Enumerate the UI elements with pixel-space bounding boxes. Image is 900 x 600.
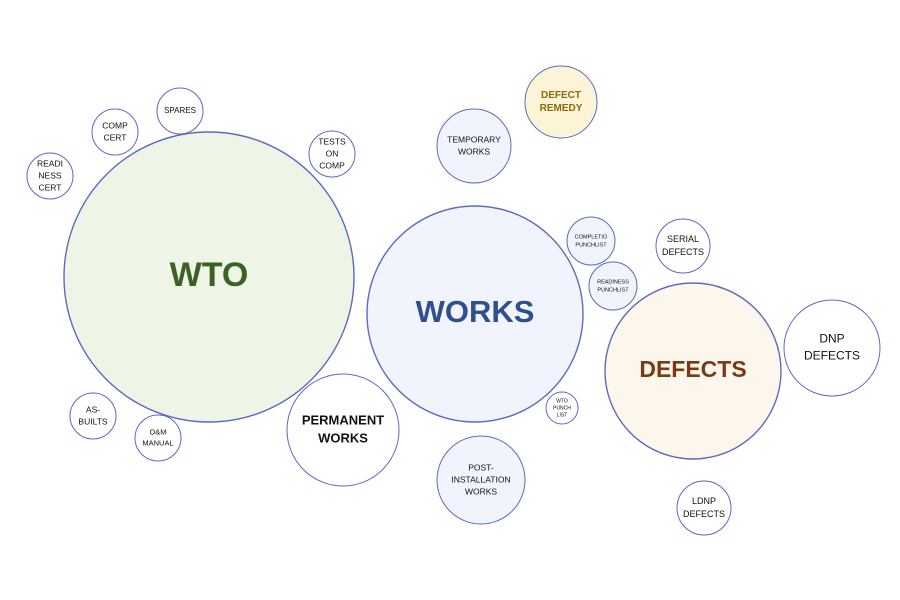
- spares-bubble: SPARES: [156, 87, 204, 135]
- om-manual-label-line: MANUAL: [142, 438, 173, 447]
- temporary-works-label-line: WORKS: [458, 146, 490, 156]
- readiness-punchlist-label-line: PUNCHLIST: [597, 287, 629, 293]
- as-builts-label-line: BUILTS: [78, 416, 107, 426]
- wto-punch-list-label-line: PUNCH: [553, 405, 571, 411]
- as-builts-label-line: AS-: [86, 404, 100, 414]
- defect-remedy-label-line: REMEDY: [540, 103, 583, 114]
- comp-cert-bubble: COMP CERT: [91, 108, 139, 156]
- comp-cert-label-line: COMP: [102, 120, 128, 130]
- spares-label-line: SPARES: [164, 106, 196, 115]
- om-manual-label-line: O&M: [149, 427, 166, 436]
- tests-on-comp-label-line: TESTS: [318, 136, 346, 146]
- completion-punchlist-bubble: COMPLETIO PUNCHLIST: [566, 216, 616, 266]
- permanent-works-label-line: PERMANENT: [302, 412, 384, 427]
- defect-remedy-label-line: DEFECT: [541, 90, 581, 101]
- readiness-cert-label-line: CERT: [39, 182, 62, 192]
- temporary-works-circle: [436, 108, 512, 184]
- serial-defects-label-line: DEFECTS: [662, 247, 704, 257]
- completion-punchlist-label-line: COMPLETIO: [575, 234, 608, 240]
- dnp-defects-label-line: DEFECTS: [804, 349, 860, 363]
- om-manual-circle: [134, 414, 182, 462]
- comp-cert-circle: [91, 108, 139, 156]
- readiness-cert-label-line: NESS: [38, 170, 61, 180]
- completion-punchlist-label-line: PUNCHLIST: [575, 242, 607, 248]
- ldnp-defects-label-line: LDNP: [692, 496, 716, 506]
- comp-cert-label-line: CERT: [104, 132, 127, 142]
- defect-remedy-bubble: DEFECT REMEDY: [524, 65, 598, 139]
- works-circle: [366, 205, 584, 423]
- works-label-line: WORKS: [416, 294, 535, 329]
- readiness-punchlist-bubble: READINESS PUNCHLIST: [588, 261, 638, 311]
- dnp-defects-bubble: DNP DEFECTS: [783, 299, 881, 397]
- works-bubble: WORKS: [366, 205, 584, 423]
- temporary-works-label-line: TEMPORARY: [447, 134, 501, 144]
- readiness-cert-bubble: READI NESS CERT: [26, 152, 74, 200]
- defects-bubble: DEFECTS: [604, 282, 782, 460]
- post-installation-works-bubble: POST- INSTALLATION WORKS: [436, 435, 526, 525]
- tests-on-comp-label-line: ON: [326, 148, 339, 158]
- wto-circle: [63, 131, 355, 423]
- serial-defects-bubble: SERIAL DEFECTS: [655, 218, 711, 274]
- ldnp-defects-label-line: DEFECTS: [683, 509, 725, 519]
- tests-on-comp-bubble: TESTS ON COMP: [308, 130, 356, 178]
- post-installation-works-label-line: WORKS: [465, 486, 497, 496]
- ldnp-defects-bubble: LDNP DEFECTS: [676, 480, 732, 536]
- post-installation-works-label-line: POST-: [468, 462, 494, 472]
- as-builts-bubble: AS- BUILTS: [69, 392, 117, 440]
- defects-circle: [604, 282, 782, 460]
- as-builts-circle: [69, 392, 117, 440]
- defect-remedy-circle: [524, 65, 598, 139]
- om-manual-bubble: O&M MANUAL: [134, 414, 182, 462]
- permanent-works-label-line: WORKS: [318, 430, 368, 445]
- readiness-cert-circle: [26, 152, 74, 200]
- dnp-defects-label-line: DNP: [819, 332, 844, 346]
- post-installation-works-circle: [436, 435, 526, 525]
- wto-punch-list-label-line: WTO: [556, 398, 568, 404]
- readiness-punchlist-label-line: READINESS: [597, 279, 629, 285]
- tests-on-comp-label-line: COMP: [319, 160, 345, 170]
- readiness-punchlist-circle: [588, 261, 638, 311]
- serial-defects-circle: [655, 218, 711, 274]
- wto-bubble: WTO: [63, 131, 355, 423]
- wto-punch-list-circle: [545, 391, 579, 425]
- serial-defects-label-line: SERIAL: [667, 234, 699, 244]
- permanent-works-bubble: PERMANENT WORKS: [286, 373, 400, 487]
- wto-punch-list-label-line: LIST: [557, 412, 568, 418]
- defects-label-line: DEFECTS: [639, 356, 746, 382]
- temporary-works-bubble: TEMPORARY WORKS: [436, 108, 512, 184]
- post-installation-works-label-line: INSTALLATION: [451, 474, 510, 484]
- readiness-cert-label-line: READI: [37, 158, 63, 168]
- dnp-defects-circle: [783, 299, 881, 397]
- completion-punchlist-circle: [566, 216, 616, 266]
- permanent-works-circle: [286, 373, 400, 487]
- tests-on-comp-circle: [308, 130, 356, 178]
- spares-circle: [156, 87, 204, 135]
- wto-label-line: WTO: [170, 256, 249, 294]
- ldnp-defects-circle: [676, 480, 732, 536]
